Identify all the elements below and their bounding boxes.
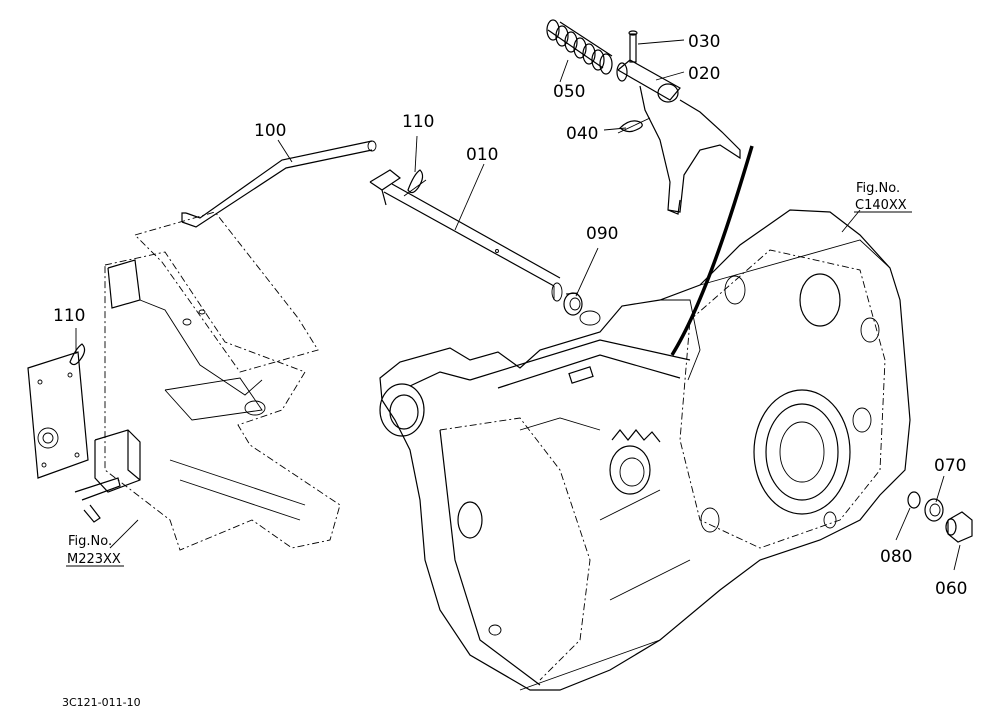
callout-090: 090 — [586, 224, 618, 244]
part-040-clip — [617, 117, 651, 134]
control-cable — [670, 145, 754, 356]
ref-m223-line2: M223XX — [67, 552, 121, 567]
transmission-housing — [379, 209, 911, 691]
part-090-seal — [563, 292, 583, 316]
callout-060: 060 — [935, 579, 967, 599]
figure-ref-c140: Fig.No. C140XX — [854, 181, 912, 213]
part-060-plug — [945, 511, 973, 543]
callout-030: 030 — [688, 32, 720, 52]
ref-c140-line1: Fig.No. — [856, 181, 900, 196]
part-050-spring — [546, 19, 613, 75]
callout-040: 040 — [566, 124, 598, 144]
callout-080: 080 — [880, 547, 912, 567]
part-100-rod — [181, 140, 377, 228]
part-080-washer — [907, 491, 921, 509]
leader-lines — [75, 39, 961, 571]
figure-ref-m223: Fig.No. M223XX — [66, 534, 124, 567]
ref-m223-line1: Fig.No. — [68, 534, 112, 549]
callout-010: 010 — [466, 145, 498, 165]
part-070-seal — [924, 498, 944, 522]
callout-110-lower: 110 — [53, 306, 85, 326]
callout-070: 070 — [934, 456, 966, 476]
part-030-pin — [628, 30, 638, 63]
floor-panel-assembly — [27, 211, 341, 551]
callout-110-upper: 110 — [402, 112, 434, 132]
part-110-clip-upper — [403, 169, 427, 197]
callout-100: 100 — [254, 121, 286, 141]
callout-020: 020 — [688, 64, 720, 84]
callout-labels: 030 020 050 040 100 110 010 090 110 070 … — [53, 32, 967, 599]
ref-c140-line2: C140XX — [855, 198, 907, 213]
part-020-shift-fork — [616, 59, 741, 215]
callout-050: 050 — [553, 82, 585, 102]
drawing-code: 3C121-011-10 — [62, 696, 141, 709]
part-010-shaft — [369, 169, 563, 302]
